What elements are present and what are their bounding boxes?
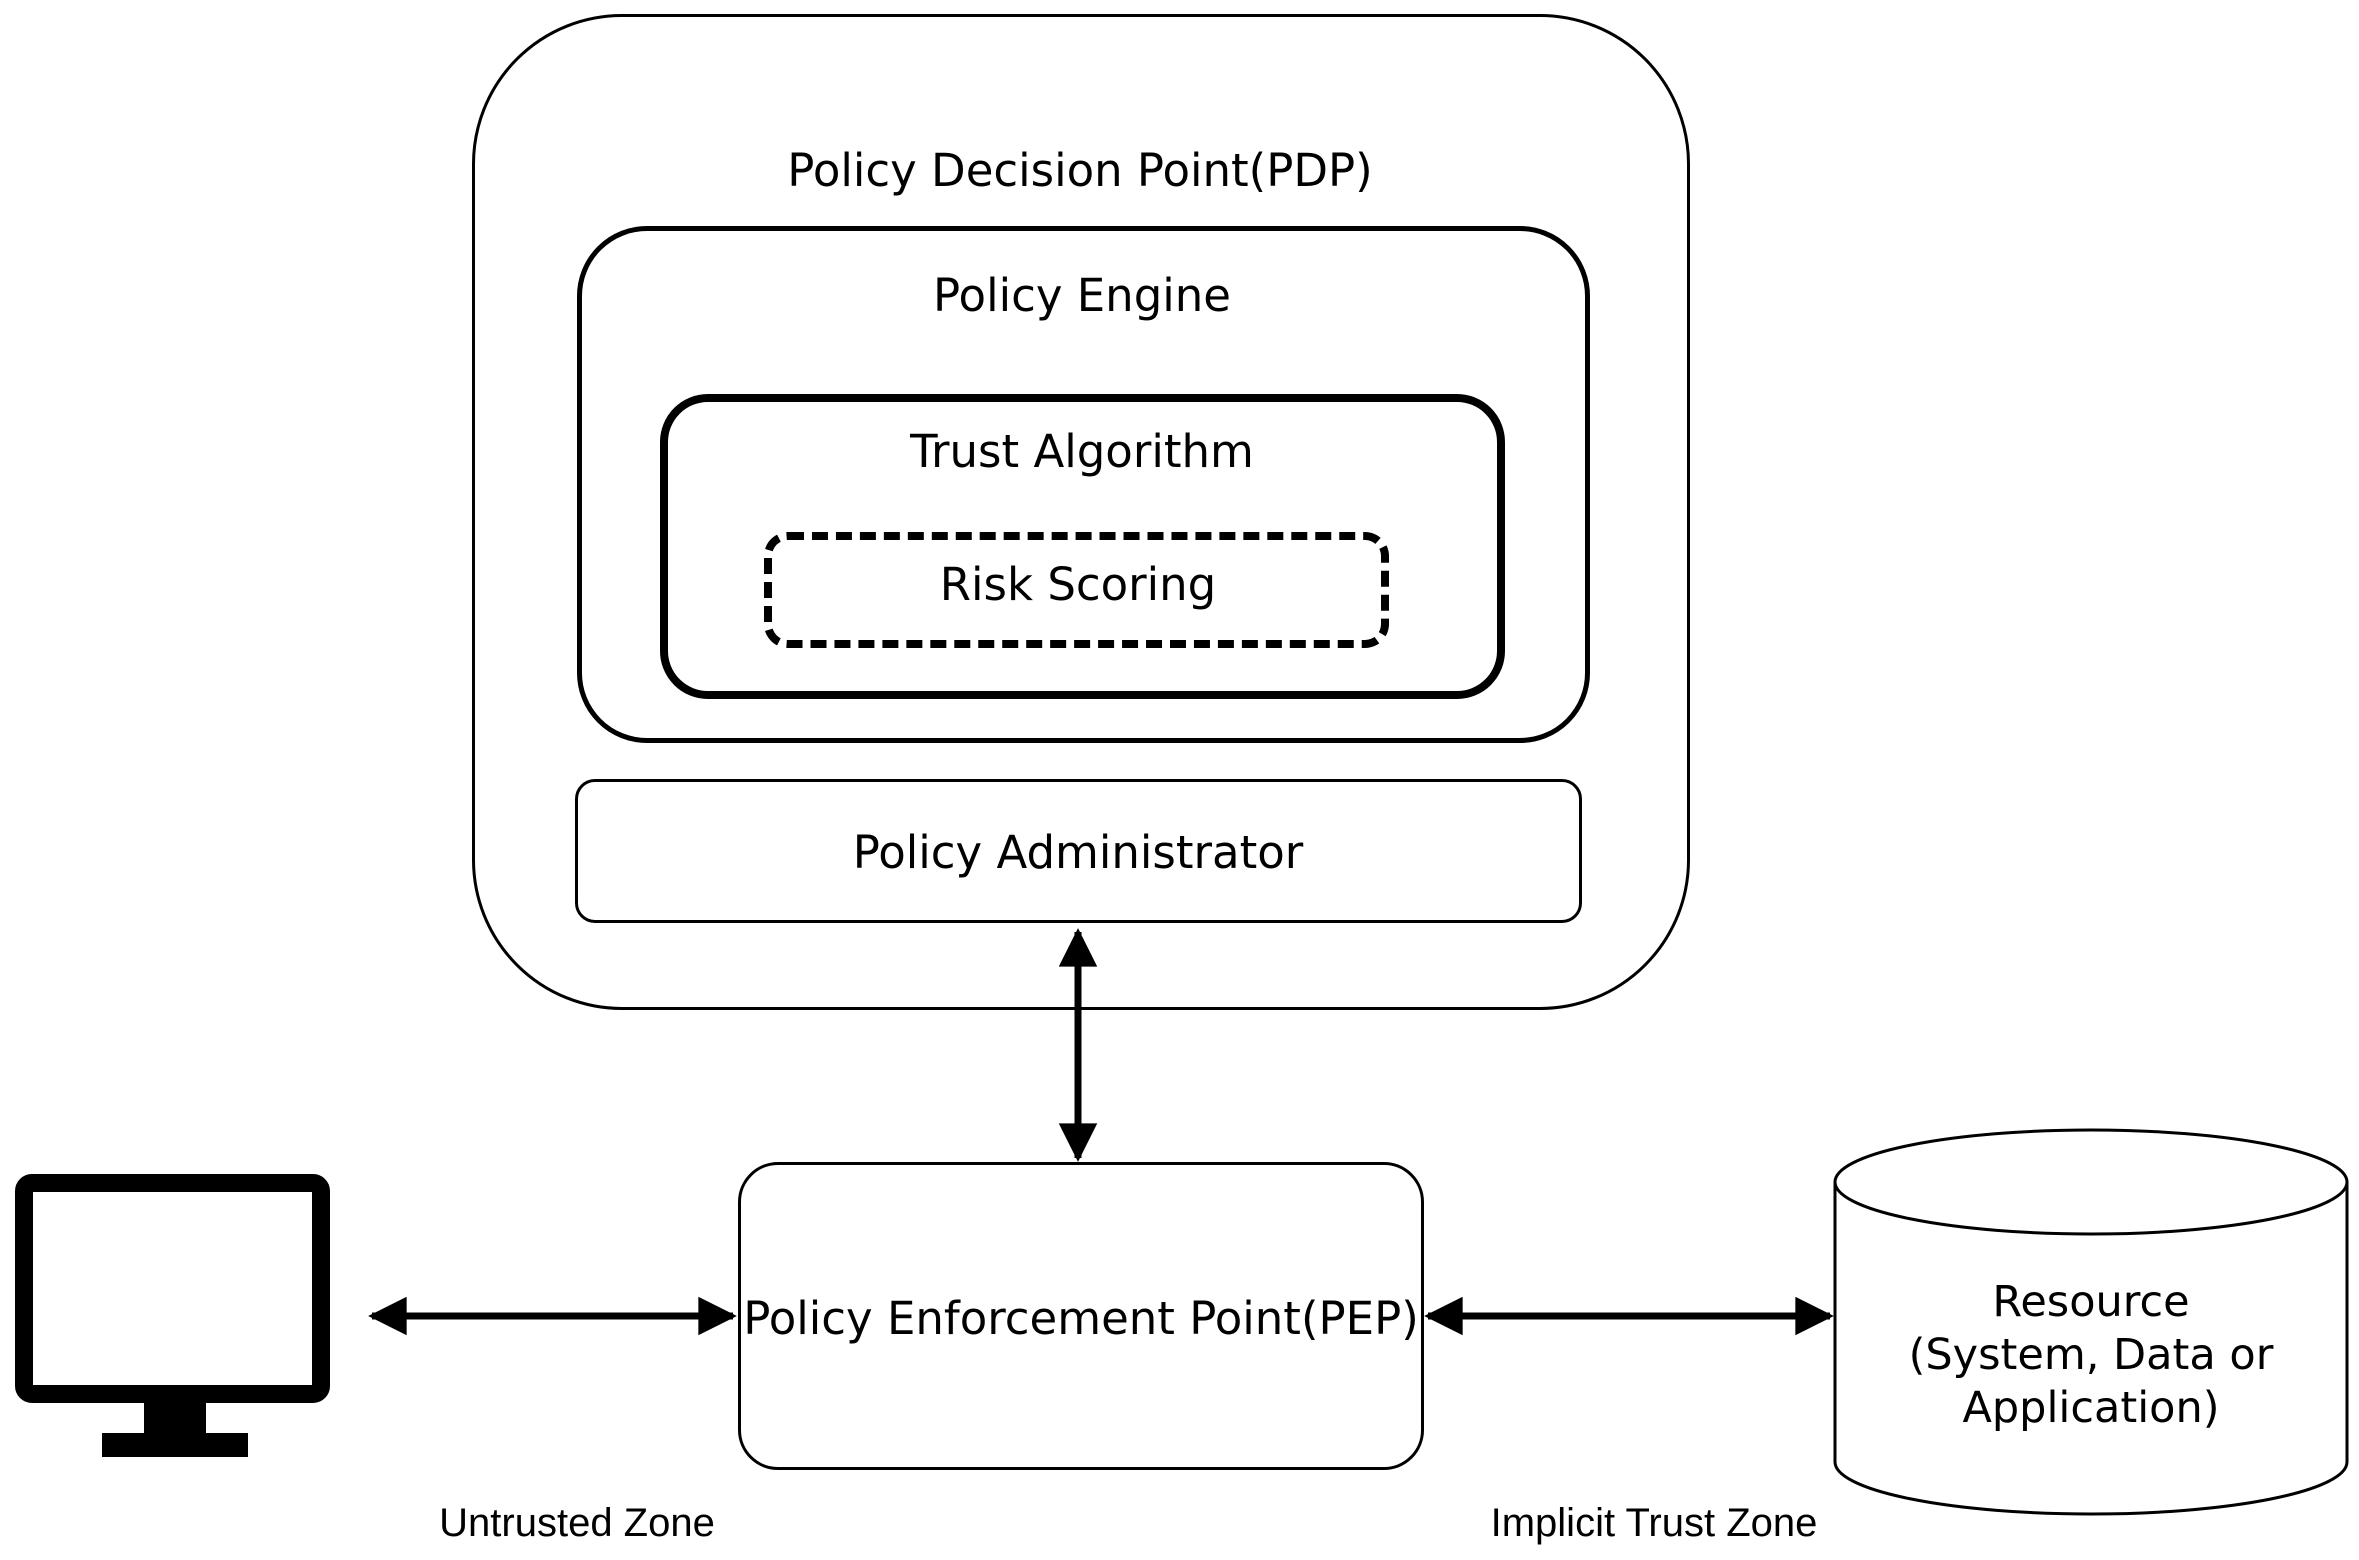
pep-title: Policy Enforcement Point(PEP)	[743, 1292, 1419, 1345]
risk-scoring-box	[764, 532, 1389, 648]
untrusted-zone-label: Untrusted Zone	[439, 1501, 715, 1545]
trust-algorithm-title: Trust Algorithm	[910, 425, 1254, 478]
resource-label: Resource (System, Data or Application)	[1909, 1276, 2274, 1435]
resource-line-1: Resource	[1992, 1277, 2190, 1327]
policy-engine-box	[577, 226, 1590, 743]
policy-engine-title: Policy Engine	[933, 269, 1231, 322]
trust-algorithm-box	[660, 394, 1505, 699]
resource-line-3: Application)	[1962, 1383, 2220, 1433]
implicit-trust-zone-label: Implicit Trust Zone	[1490, 1501, 1818, 1545]
policy-administrator-title: Policy Administrator	[852, 826, 1304, 879]
monitor-icon	[15, 1174, 330, 1457]
risk-scoring-title: Risk Scoring	[939, 558, 1217, 611]
pdp-container	[472, 14, 1690, 1010]
pep-box	[738, 1162, 1424, 1470]
policy-administrator-box	[575, 779, 1582, 923]
resource-cylinder	[1833, 1128, 2349, 1516]
pdp-title: Policy Decision Point(PDP)	[787, 144, 1373, 197]
resource-line-2: (System, Data or	[1908, 1330, 2274, 1380]
